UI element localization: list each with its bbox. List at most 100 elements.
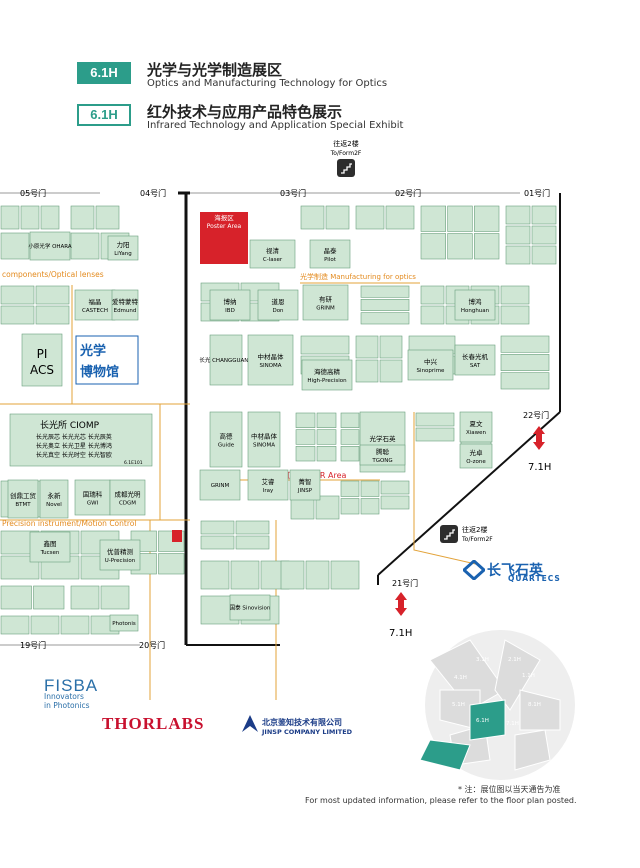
- booth-changguang[interactable]: 长光 CHANGGUANG: [199, 334, 253, 386]
- booth[interactable]: [235, 520, 270, 535]
- booth[interactable]: [33, 585, 65, 610]
- booth[interactable]: [40, 205, 60, 230]
- booth[interactable]: [474, 205, 500, 232]
- booth[interactable]: [0, 285, 35, 305]
- booth[interactable]: [420, 285, 445, 305]
- booth[interactable]: [0, 585, 32, 610]
- booth[interactable]: [316, 446, 337, 462]
- booth[interactable]: [355, 205, 385, 230]
- booth[interactable]: [500, 285, 530, 305]
- booth[interactable]: [360, 312, 410, 325]
- booth-grinm2[interactable]: GRINM: [199, 469, 241, 501]
- booth[interactable]: [70, 232, 100, 260]
- booth[interactable]: [447, 205, 473, 232]
- booth-ozone[interactable]: 光卓O-zone: [459, 443, 493, 469]
- booth[interactable]: [505, 225, 531, 245]
- booth[interactable]: [300, 205, 325, 230]
- booth[interactable]: [35, 285, 70, 305]
- booth[interactable]: [531, 205, 557, 225]
- booth-ciomp[interactable]: 长光所 CIOMP 长光辰芯 长光光芯 长光辰英 长光奥立 长光卫星 长光博鸿 …: [9, 413, 153, 467]
- booth[interactable]: [230, 560, 260, 590]
- booth[interactable]: [340, 429, 360, 445]
- booth-clear[interactable]: 视清C-laser: [249, 239, 296, 269]
- booth[interactable]: [360, 480, 380, 497]
- booth[interactable]: [200, 560, 230, 590]
- booth-sinoimage[interactable]: 国泰 Sinovision: [230, 594, 271, 621]
- booth[interactable]: [325, 205, 350, 230]
- booth[interactable]: [415, 412, 455, 427]
- booth[interactable]: [380, 495, 410, 510]
- booth[interactable]: [200, 535, 235, 550]
- booth[interactable]: [447, 233, 473, 260]
- booth[interactable]: [340, 480, 360, 497]
- booth[interactable]: [0, 615, 30, 635]
- booth[interactable]: [30, 615, 60, 635]
- booth-photonis[interactable]: Photonis: [109, 614, 139, 632]
- booth-pi-acs[interactable]: PI ACS: [21, 333, 63, 387]
- booth[interactable]: [360, 498, 380, 515]
- booth[interactable]: [60, 615, 90, 635]
- arrow-to-7-1h-a[interactable]: [533, 426, 545, 450]
- booth[interactable]: [280, 560, 305, 590]
- booth[interactable]: [340, 498, 360, 515]
- booth[interactable]: [235, 535, 270, 550]
- booth[interactable]: [531, 245, 557, 265]
- poster-area[interactable]: [200, 212, 248, 264]
- booth[interactable]: [100, 585, 130, 610]
- booth[interactable]: [500, 335, 550, 353]
- booth[interactable]: [95, 205, 120, 230]
- booth[interactable]: [385, 205, 415, 230]
- booth[interactable]: [380, 480, 410, 495]
- booth[interactable]: [360, 285, 410, 298]
- booth[interactable]: [474, 233, 500, 260]
- booth[interactable]: [330, 560, 360, 590]
- booth[interactable]: [420, 305, 445, 325]
- booth[interactable]: [500, 354, 550, 371]
- booth[interactable]: [20, 205, 40, 230]
- booth[interactable]: [70, 585, 100, 610]
- booth[interactable]: [420, 233, 446, 260]
- booth[interactable]: [505, 205, 531, 225]
- booth[interactable]: [500, 372, 550, 390]
- booth[interactable]: [379, 335, 403, 359]
- booth[interactable]: [0, 305, 35, 325]
- booth[interactable]: [295, 446, 316, 462]
- booth[interactable]: [35, 305, 70, 325]
- booth[interactable]: [200, 520, 235, 535]
- arrow-to-7-1h-b[interactable]: [395, 592, 407, 616]
- booth[interactable]: [355, 335, 379, 359]
- booth[interactable]: [316, 412, 337, 428]
- booth[interactable]: [158, 553, 185, 575]
- booth-optics-museum[interactable]: 光学 博物馆: [75, 335, 139, 385]
- stairs-icon-2[interactable]: [440, 525, 458, 543]
- booth-omara[interactable]: 小原光学 OHARA: [28, 231, 72, 261]
- booth[interactable]: [355, 359, 379, 383]
- booth[interactable]: [305, 560, 330, 590]
- booth[interactable]: [0, 205, 20, 230]
- booth[interactable]: [505, 245, 531, 265]
- booth[interactable]: [531, 225, 557, 245]
- booth[interactable]: [360, 299, 410, 311]
- booth[interactable]: [316, 429, 337, 445]
